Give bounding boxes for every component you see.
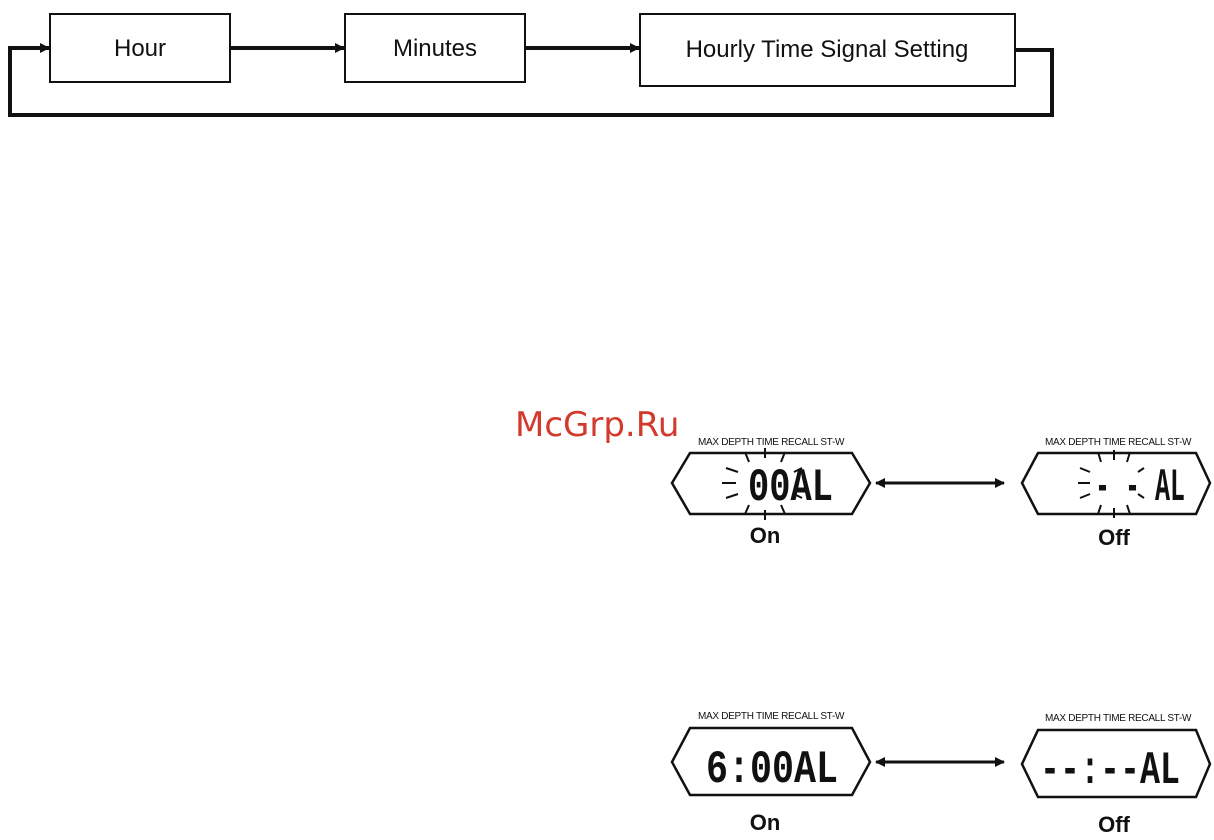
watch-display-hourly-off: MAX DEPTH TIME RECALL ST-W - - AL Off xyxy=(1022,437,1210,550)
state-label-off: Off xyxy=(1098,812,1130,837)
flow-box-minutes-label: Minutes xyxy=(393,35,477,62)
flow-box-hourly-signal-label: Hourly Time Signal Setting xyxy=(686,36,969,63)
state-label-on: On xyxy=(750,810,781,835)
flow-box-hourly-signal: Hourly Time Signal Setting xyxy=(640,14,1015,86)
watch-display-alarm-off: MAX DEPTH TIME RECALL ST-W --:--AL Off xyxy=(1022,713,1210,837)
watch-display-hourly-on: MAX DEPTH TIME RECALL ST-W 00AL On xyxy=(672,437,870,548)
state-label-off: Off xyxy=(1098,525,1130,550)
lcd-readout: --:--AL xyxy=(1040,745,1180,797)
indicator-row: MAX DEPTH TIME RECALL ST-W xyxy=(1045,437,1192,448)
watermark-text: McGrp.Ru xyxy=(515,405,679,445)
lcd-readout: 6:00AL xyxy=(706,744,838,796)
indicator-row: MAX DEPTH TIME RECALL ST-W xyxy=(698,711,845,722)
flow-box-hour-label: Hour xyxy=(114,35,166,62)
flow-box-hour: Hour xyxy=(50,14,230,82)
indicator-row: MAX DEPTH TIME RECALL ST-W xyxy=(1045,713,1192,724)
watch-display-alarm-on: MAX DEPTH TIME RECALL ST-W 6:00AL On xyxy=(672,711,870,835)
indicator-row: MAX DEPTH TIME RECALL ST-W xyxy=(698,437,845,448)
lcd-readout: 00AL xyxy=(748,462,833,514)
lcd-readout: - - AL xyxy=(1095,462,1185,514)
flow-box-minutes: Minutes xyxy=(345,14,525,82)
state-label-on: On xyxy=(750,523,781,548)
